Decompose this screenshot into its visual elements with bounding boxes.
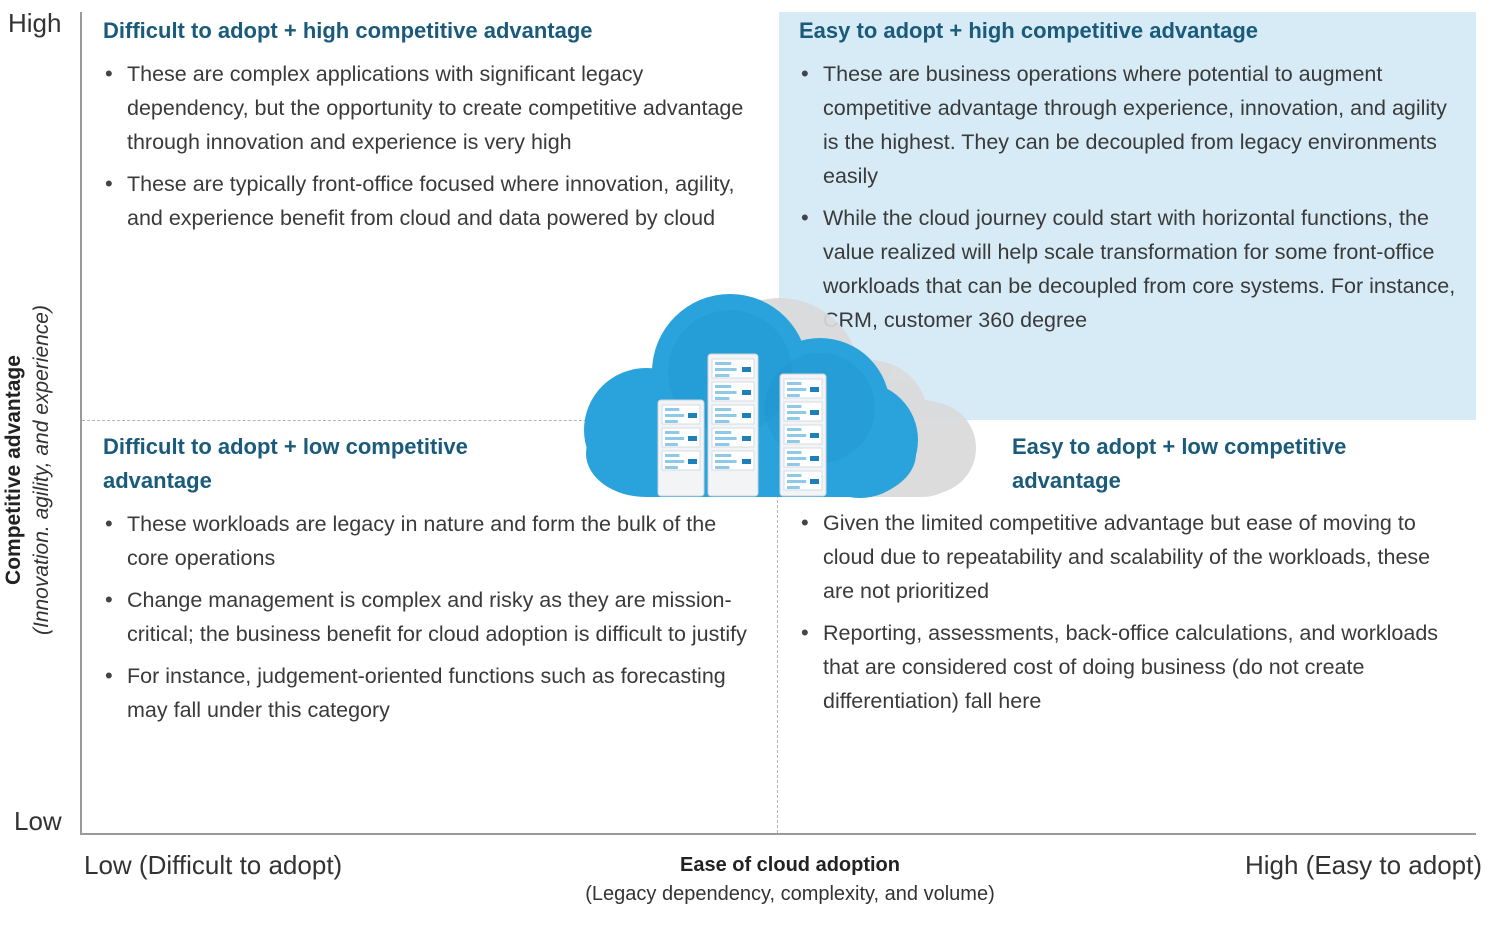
quadrant-bottom-right: Given the limited competitive advantage … <box>799 506 1463 726</box>
server-rack-group <box>657 353 827 497</box>
y-axis-high-label: High <box>8 8 62 38</box>
bullet-list: These workloads are legacy in nature and… <box>103 507 753 727</box>
bullet-list: Given the limited competitive advantage … <box>799 506 1463 718</box>
x-axis-high-label: High (Easy to adopt) <box>1244 850 1482 880</box>
bullet-item: Change management is complex and risky a… <box>103 583 753 651</box>
quadrant-title: Easy to adopt + high competitive advanta… <box>799 18 1259 43</box>
y-axis-low-label: Low <box>14 806 62 836</box>
quadrant-bottom-left: Difficult to adopt + low competitive adv… <box>103 430 753 735</box>
y-axis-title-text: Competitive advantage <box>2 355 25 585</box>
quadrant-title: Easy to adopt + low competitive advantag… <box>1012 434 1347 493</box>
x-axis-title: Ease of cloud adoption (Legacy dependenc… <box>580 851 1000 909</box>
quadrant-bottom-right-title-block: Easy to adopt + low competitive advantag… <box>1012 430 1432 498</box>
x-axis-line <box>80 833 1476 835</box>
bullet-item: Given the limited competitive advantage … <box>799 506 1463 608</box>
x-axis-low-label: Low (Difficult to adopt) <box>84 850 343 880</box>
quadrant-title: Difficult to adopt + high competitive ad… <box>103 18 593 43</box>
bullet-item: Reporting, assessments, back-office calc… <box>799 616 1463 718</box>
horizontal-divider <box>82 420 642 421</box>
bullet-list: These are complex applications with sign… <box>103 57 753 235</box>
bullet-item: These are complex applications with sign… <box>103 57 753 159</box>
vertical-divider <box>777 420 778 833</box>
x-axis-subtitle-text: (Legacy dependency, complexity, and volu… <box>585 883 995 905</box>
y-axis-subtitle-text: (Innovation. agility, and experience) <box>30 305 53 635</box>
bullet-item: These are typically front-office focused… <box>103 167 753 235</box>
bullet-item: For instance, judgement-oriented functio… <box>103 659 753 727</box>
y-axis-title: Competitive advantage (Innovation. agili… <box>0 120 60 820</box>
quadrant-title: Difficult to adopt + low competitive adv… <box>103 434 468 493</box>
y-axis-line <box>80 12 82 834</box>
bullet-list: These are business operations where pote… <box>799 57 1463 337</box>
quadrant-top-right: Easy to adopt + high competitive advanta… <box>799 14 1463 345</box>
x-axis-title-text: Ease of cloud adoption <box>679 854 900 876</box>
bullet-item: These workloads are legacy in nature and… <box>103 507 753 575</box>
quadrant-top-left: Difficult to adopt + high competitive ad… <box>103 14 753 243</box>
bullet-item: These are business operations where pote… <box>799 57 1463 193</box>
bullet-item: While the cloud journey could start with… <box>799 201 1463 337</box>
cloud-server-icon <box>584 294 976 498</box>
